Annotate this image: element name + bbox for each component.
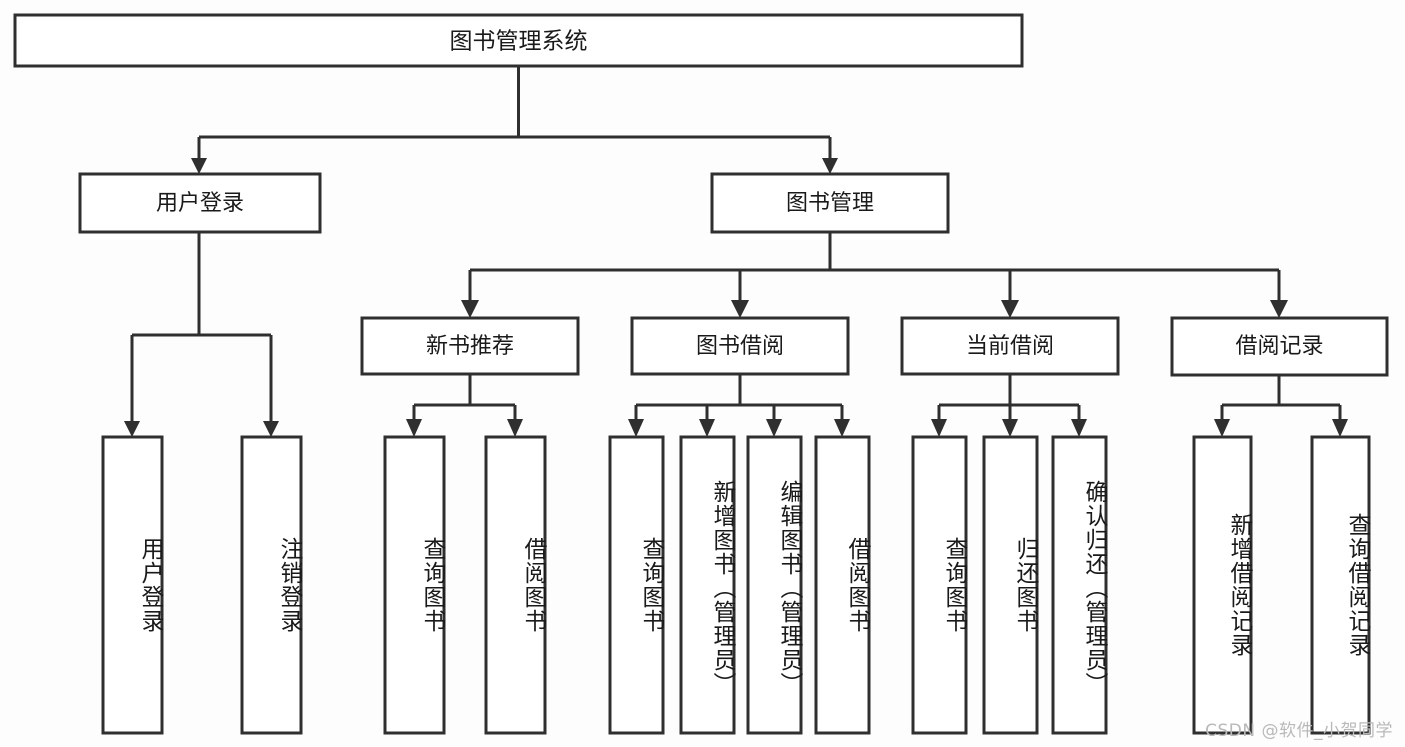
arrow-head-leaf-user-login <box>124 421 140 437</box>
node-box-book-manage[interactable] <box>710 172 950 234</box>
node-box-current-borrow[interactable] <box>900 316 1120 376</box>
node-box-borrow-record[interactable] <box>1170 316 1389 377</box>
arrow-head-leaf-borrow-book-1 <box>507 419 523 437</box>
node-box-root[interactable] <box>13 13 1024 68</box>
node-box-leaf-return-book[interactable] <box>982 435 1039 735</box>
node-label-root: 图书管理系统 <box>450 29 588 55</box>
node-label-book-manage: 图书管理 <box>786 191 874 216</box>
arrow-head-current-borrow <box>1001 300 1019 318</box>
arrow-head-leaf-query-book-1 <box>406 419 422 437</box>
node-box-leaf-query-book-2[interactable] <box>608 435 665 735</box>
node-box-leaf-edit-book-admin[interactable] <box>746 435 803 735</box>
arrow-head-leaf-edit-book-admin <box>766 419 782 437</box>
node-label-borrow-record: 借阅记录 <box>1235 334 1323 359</box>
node-box-leaf-borrow-book-2[interactable] <box>814 435 871 735</box>
arrow-head-leaf-query-book-3 <box>931 419 947 437</box>
node-box-book-borrow[interactable] <box>630 316 850 376</box>
arrow-head-user-login <box>191 158 207 174</box>
watermark-text: CSDN @软件_小贺同学 <box>1205 721 1393 741</box>
arrow-head-book-borrow <box>731 300 749 318</box>
node-box-leaf-add-borrow-record[interactable] <box>1192 435 1253 735</box>
node-box-leaf-user-login[interactable] <box>101 435 164 735</box>
node-box-new-book-recommend[interactable] <box>360 316 580 376</box>
node-box-leaf-confirm-return-admin[interactable] <box>1051 435 1108 735</box>
node-box-user-login[interactable] <box>78 172 322 234</box>
node-label-new-book-recommend: 新书推荐 <box>426 334 514 359</box>
arrow-head-leaf-add-book-admin <box>699 419 715 437</box>
node-label-book-borrow: 图书借阅 <box>696 334 784 359</box>
arrow-head-leaf-add-borrow-record <box>1214 419 1230 437</box>
arrow-head-leaf-logout <box>263 421 279 437</box>
node-box-leaf-add-book-admin[interactable] <box>679 435 736 735</box>
arrow-head-leaf-return-book <box>1002 419 1018 437</box>
arrow-head-new-book-recommend <box>461 300 479 318</box>
node-box-leaf-query-book-3[interactable] <box>911 435 968 735</box>
node-layer: 图书管理系统 用户登录 图书管理 新书推荐 图书借阅 当前借阅 借阅记录 <box>13 13 1389 735</box>
arrow-head-leaf-confirm-return-admin <box>1071 419 1087 437</box>
node-label-current-borrow: 当前借阅 <box>966 334 1054 359</box>
node-box-leaf-borrow-book-1[interactable] <box>484 435 547 735</box>
node-box-leaf-query-book-1[interactable] <box>383 435 446 735</box>
arrow-head-leaf-query-book-2 <box>628 419 644 437</box>
arrow-head-leaf-query-borrow-record <box>1332 419 1348 437</box>
node-box-leaf-logout[interactable] <box>240 435 303 735</box>
node-label-user-login: 用户登录 <box>156 191 244 216</box>
connector-layer <box>124 66 1348 437</box>
arrow-head-leaf-borrow-book-2 <box>834 419 850 437</box>
arrow-head-book-manage <box>822 158 838 174</box>
arrow-head-borrow-record <box>1270 300 1288 318</box>
node-box-leaf-query-borrow-record[interactable] <box>1310 435 1371 735</box>
